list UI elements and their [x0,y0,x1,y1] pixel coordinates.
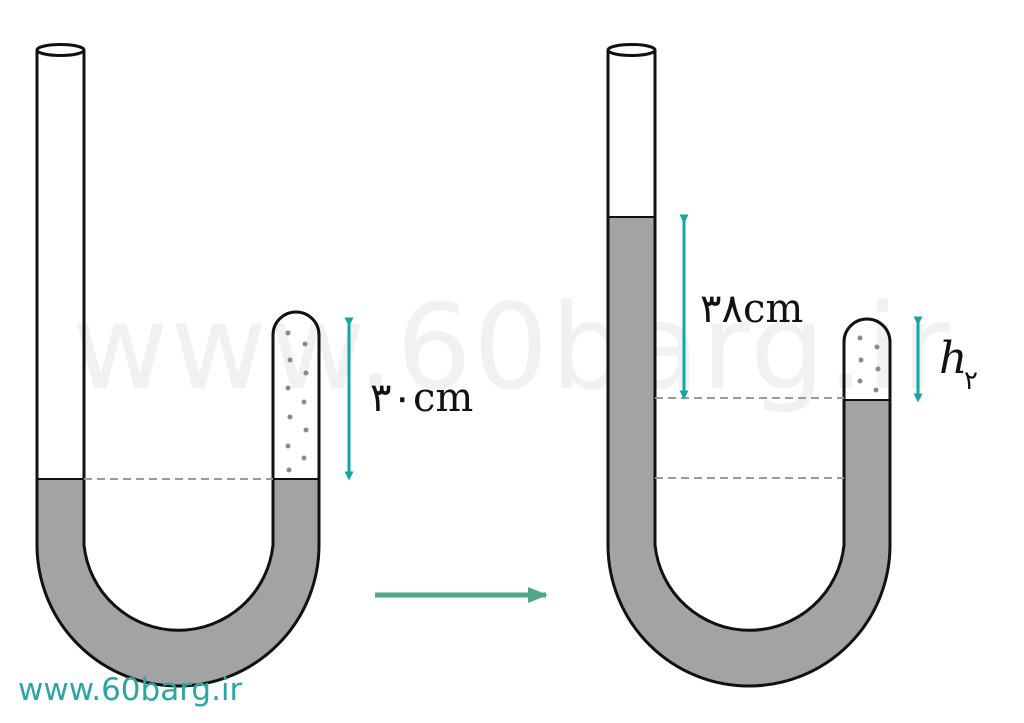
right-u-tube: ۳۸cm h ۲ [606,43,978,688]
left-height-label: ۳۰cm [370,375,473,421]
left-tube-open-top [35,43,86,57]
left-tube-outline [35,50,321,688]
right-mercury [608,217,890,686]
left-mercury [37,479,319,686]
right-tube-outline [606,50,892,688]
left-u-tube: ۳۰cm [35,43,473,688]
watermark: www.60barg.ir [72,278,952,416]
site-url[interactable]: www.60barg.ir [18,672,243,708]
gas-height-symbol: h [939,333,967,384]
right-tube-open-top [606,43,657,57]
right-trapped-gas [857,335,881,393]
gas-height-subscript: ۲ [964,366,978,396]
left-trapped-gas [285,330,309,473]
right-height-label: ۳۸cm [700,286,803,332]
